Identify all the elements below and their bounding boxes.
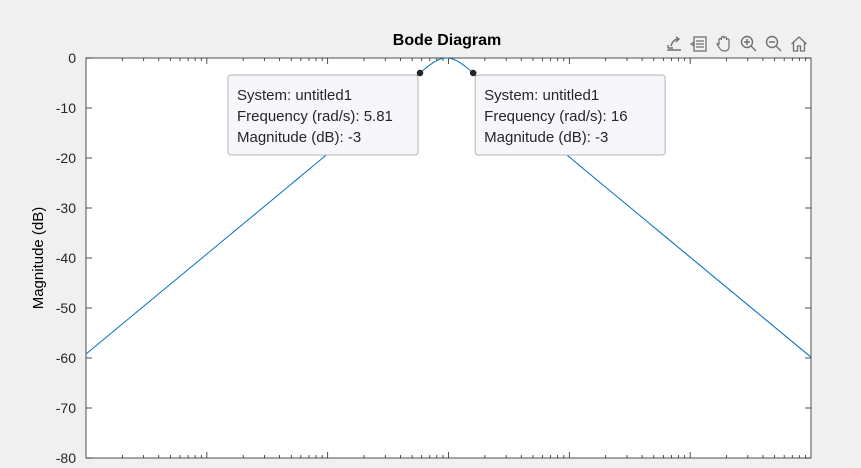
datatip-box bbox=[474, 74, 666, 156]
zoom-in-button[interactable] bbox=[737, 32, 761, 56]
pan-hand-icon bbox=[716, 35, 730, 52]
axes-toolbar bbox=[662, 32, 811, 56]
y-tick-label: -60 bbox=[56, 350, 76, 366]
y-tick-label: -80 bbox=[56, 450, 76, 466]
y-tick-label: -20 bbox=[56, 150, 76, 166]
datatip-line: System: untitled1 bbox=[484, 87, 599, 104]
zoom-in-icon bbox=[740, 35, 757, 52]
y-tick-label: -30 bbox=[56, 200, 76, 216]
axis-ticks bbox=[86, 57, 811, 459]
datatip-line: Magnitude (dB): -3 bbox=[237, 129, 361, 146]
datatip-box bbox=[227, 74, 419, 156]
y-axis-label: Magnitude (dB) bbox=[30, 207, 47, 310]
pan-button[interactable] bbox=[712, 32, 736, 56]
datatip-marker[interactable] bbox=[416, 69, 424, 77]
y-tick-label: -40 bbox=[56, 250, 76, 266]
y-tick-label: -50 bbox=[56, 300, 76, 316]
export-icon bbox=[667, 36, 681, 51]
datatip-line: System: untitled1 bbox=[237, 87, 352, 104]
y-tick-label: -70 bbox=[56, 400, 76, 416]
y-tick-label: -10 bbox=[56, 100, 76, 116]
export-button[interactable] bbox=[662, 32, 686, 56]
chart-title: Bode Diagram bbox=[393, 32, 501, 49]
datatip-line: Frequency (rad/s): 16 bbox=[484, 108, 627, 125]
data-tips-button[interactable] bbox=[687, 32, 711, 56]
plot-area[interactable] bbox=[85, 57, 812, 459]
zoom-out-button[interactable] bbox=[762, 32, 786, 56]
restore-view-button[interactable] bbox=[787, 32, 811, 56]
y-tick-label: 0 bbox=[68, 50, 76, 66]
data-tips-icon bbox=[689, 36, 707, 52]
y-tick-labels: 0 -10 -20 -30 -40 -50 -60 -70 -80 bbox=[56, 50, 76, 466]
datatip-line: Magnitude (dB): -3 bbox=[484, 129, 608, 146]
magnitude-line[interactable] bbox=[86, 58, 811, 358]
zoom-out-icon bbox=[765, 35, 782, 52]
datatip-line: Frequency (rad/s): 5.81 bbox=[237, 108, 393, 125]
datatip-marker[interactable] bbox=[469, 69, 477, 77]
restore-home-icon bbox=[791, 36, 807, 52]
